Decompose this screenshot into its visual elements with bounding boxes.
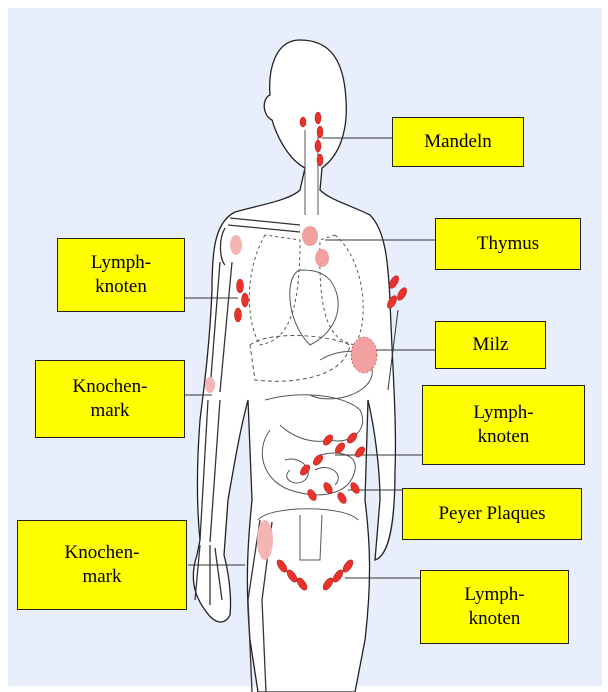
label-knochenmark-lower: Knochen- mark xyxy=(17,520,187,610)
label-mandeln-text: Mandeln xyxy=(424,130,492,154)
label-lymphknoten-bottom: Lymph- knoten xyxy=(420,570,569,644)
label-peyer-plaques: Peyer Plaques xyxy=(402,488,582,540)
label-knochenmark-upper-text: Knochen- mark xyxy=(73,375,148,423)
label-milz-text: Milz xyxy=(473,333,509,357)
label-lymphknoten-left-text: Lymph- knoten xyxy=(91,251,151,299)
label-thymus: Thymus xyxy=(435,218,581,270)
label-peyer-plaques-text: Peyer Plaques xyxy=(438,502,545,526)
label-knochenmark-lower-text: Knochen- mark xyxy=(65,541,140,589)
label-lymphknoten-left: Lymph- knoten xyxy=(57,238,185,312)
label-mandeln: Mandeln xyxy=(392,117,524,167)
label-thymus-text: Thymus xyxy=(477,232,539,256)
label-lymphknoten-right: Lymph- knoten xyxy=(422,385,585,465)
label-lymphknoten-right-text: Lymph- knoten xyxy=(473,401,533,449)
label-knochenmark-upper: Knochen- mark xyxy=(35,360,185,438)
label-milz: Milz xyxy=(435,321,546,369)
label-lymphknoten-bottom-text: Lymph- knoten xyxy=(464,583,524,631)
